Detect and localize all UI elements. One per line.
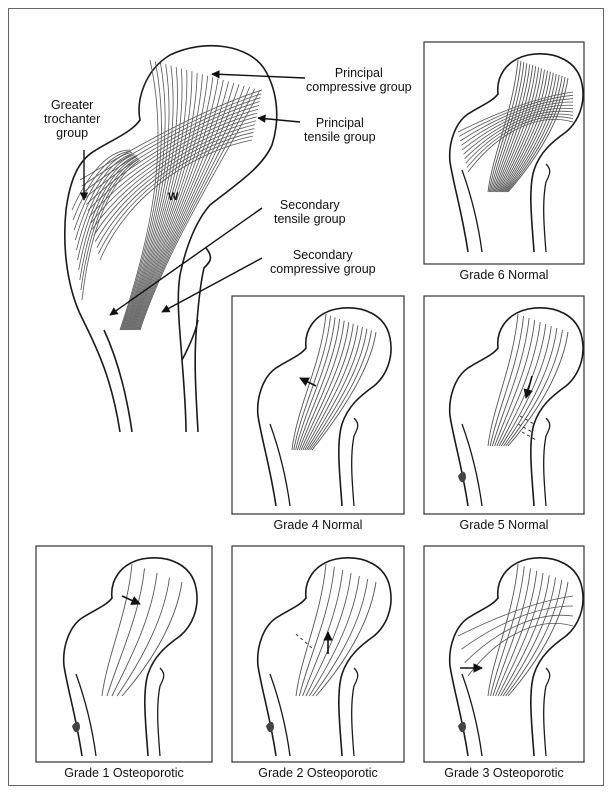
trabecula-line xyxy=(500,71,548,192)
label-line: compressive group xyxy=(306,80,412,94)
trabecula-line xyxy=(80,158,138,280)
label-line: group xyxy=(44,126,100,140)
cortical-thickening xyxy=(266,722,274,733)
label-line: tensile group xyxy=(304,130,376,144)
label-line: tensile group xyxy=(274,212,346,226)
label-line: Principal xyxy=(306,66,412,80)
label-line: Secondary xyxy=(270,248,376,262)
cortex-line xyxy=(158,668,164,756)
label-greater-trochanter: Greater trochanter group xyxy=(44,98,100,140)
cortex-line xyxy=(352,418,358,506)
label-line: Secondary xyxy=(274,198,346,212)
cortex-line xyxy=(352,668,358,756)
dashed-trabeculae xyxy=(296,634,312,648)
femur-outline xyxy=(258,558,391,756)
label-line: Principal xyxy=(304,116,376,130)
femur-outline xyxy=(450,54,583,252)
cortical-thickening xyxy=(72,722,80,733)
caption-grade4: Grade 4 Normal xyxy=(232,518,404,532)
trabecula-line xyxy=(117,578,170,697)
caption-grade1: Grade 1 Osteoporotic xyxy=(36,766,212,780)
femur-outline xyxy=(450,558,583,756)
trabecula-line xyxy=(303,324,353,450)
label-principal-compressive: Principal compressive group xyxy=(306,66,412,94)
panel-arrow xyxy=(526,376,532,398)
cortex-line xyxy=(270,674,290,756)
label-line: trochanter xyxy=(44,112,100,126)
trabecula-line xyxy=(490,316,523,446)
label-secondary-compressive: Secondary compressive group xyxy=(270,248,376,276)
caption-grade5: Grade 5 Normal xyxy=(424,518,584,532)
femur-outline xyxy=(64,558,197,756)
label-line: Greater xyxy=(44,98,100,112)
cortex-line xyxy=(544,164,550,252)
small-femur xyxy=(450,558,583,756)
trabecula-line xyxy=(488,564,518,696)
cortex-line xyxy=(462,424,482,506)
trabecula-line xyxy=(501,575,550,696)
small-femur xyxy=(450,308,583,506)
small-femur xyxy=(258,558,391,756)
large-femur-trabeculae xyxy=(72,60,262,330)
cortex-line xyxy=(544,668,550,756)
small-femur xyxy=(258,308,391,506)
panel-arrow xyxy=(122,596,140,604)
label-secondary-tensile: Secondary tensile group xyxy=(274,198,346,226)
small-femur xyxy=(64,558,197,756)
label-line: compressive group xyxy=(270,262,376,276)
label-principal-tensile: Principal tensile group xyxy=(304,116,376,144)
cortex-line xyxy=(462,674,482,756)
ward-triangle-marker: W xyxy=(168,190,178,204)
small-femur xyxy=(450,54,583,252)
cortex-line xyxy=(544,418,550,506)
trabecula-line xyxy=(299,567,334,696)
cortical-thickening xyxy=(458,722,466,733)
caption-grade2: Grade 2 Osteoporotic xyxy=(232,766,404,780)
cortical-thickening xyxy=(458,472,466,483)
trabecula-line xyxy=(458,596,573,636)
trabecula-line xyxy=(102,564,132,696)
caption-grade6: Grade 6 Normal xyxy=(424,268,584,282)
trabecula-line xyxy=(138,87,249,330)
trabecula-line xyxy=(112,573,157,696)
femur-outline xyxy=(450,308,583,506)
panel-arrow xyxy=(300,378,316,386)
trabecula-line xyxy=(506,330,563,446)
cortex-line xyxy=(270,424,290,506)
cortex-line xyxy=(76,674,96,756)
cortex-line xyxy=(462,170,482,252)
caption-grade3: Grade 3 Osteoporotic xyxy=(424,766,584,780)
